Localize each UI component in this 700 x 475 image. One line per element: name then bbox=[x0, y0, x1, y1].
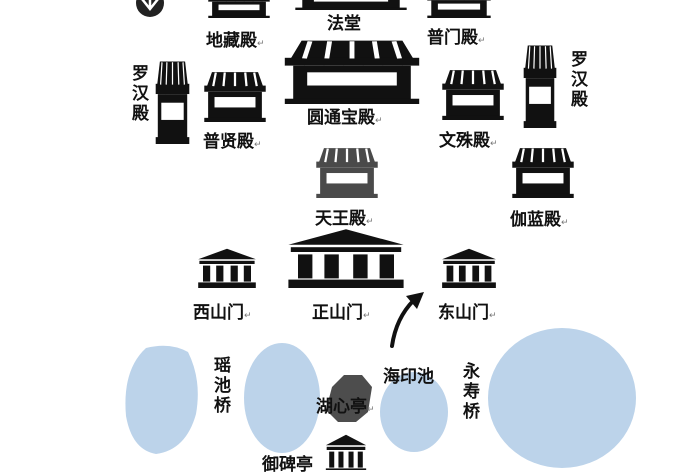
label-puxian: 普贤殿↵ bbox=[203, 132, 262, 152]
label-east-gate: 东山门↵ bbox=[438, 303, 497, 323]
gate-east-icon bbox=[442, 248, 496, 288]
hall-luohan-left-icon bbox=[155, 59, 190, 144]
hall-yuantong-icon bbox=[285, 41, 419, 104]
leaf-logo-icon bbox=[136, 0, 164, 17]
label-luohan-right: 罗汉殿 bbox=[567, 50, 587, 110]
pond-left bbox=[125, 345, 198, 454]
pond-center-left bbox=[244, 343, 320, 453]
hall-tianwang-icon bbox=[315, 146, 379, 198]
label-yaochi-bridge: 瑶池桥 bbox=[210, 356, 230, 416]
hall-pumen-icon bbox=[426, 0, 492, 18]
label-wenshu: 文殊殿↵ bbox=[439, 131, 498, 151]
hall-wenshu-icon bbox=[441, 68, 505, 120]
curved-arrow-icon bbox=[390, 292, 424, 348]
hall-dizang-icon bbox=[207, 0, 271, 18]
label-tianwang: 天王殿↵ bbox=[315, 209, 374, 229]
label-qielan: 伽蓝殿↵ bbox=[510, 210, 569, 230]
gate-west-icon bbox=[198, 248, 256, 288]
pond-center-right bbox=[380, 372, 448, 452]
label-west-gate: 西山门↵ bbox=[193, 303, 252, 323]
gate-stele-icon bbox=[325, 434, 367, 470]
label-lake-pavilion: 湖心亭↵ bbox=[316, 397, 375, 417]
label-main-gate: 正山门↵ bbox=[312, 303, 371, 323]
label-dizang: 地藏殿↵ bbox=[206, 31, 265, 51]
label-yuantong: 圆通宝殿↵ bbox=[307, 108, 383, 128]
hall-puxian-icon bbox=[203, 70, 267, 122]
label-stele-pavilion: 御碑亭 bbox=[262, 455, 313, 475]
lake-pavilion-hexagon bbox=[326, 375, 372, 422]
hall-qielan-icon bbox=[511, 146, 575, 198]
label-luohan-left: 罗汉殿 bbox=[128, 64, 148, 124]
label-fatang: 法堂 bbox=[327, 14, 361, 34]
label-pumen: 普门殿↵ bbox=[427, 28, 486, 48]
label-haiyin-pool: 海印池 bbox=[383, 367, 434, 387]
gate-main-icon bbox=[288, 229, 404, 288]
label-yongshou-bridge: 永寿桥 bbox=[459, 362, 479, 422]
pond-right bbox=[488, 328, 636, 468]
hall-luohan-right-icon bbox=[523, 43, 557, 128]
